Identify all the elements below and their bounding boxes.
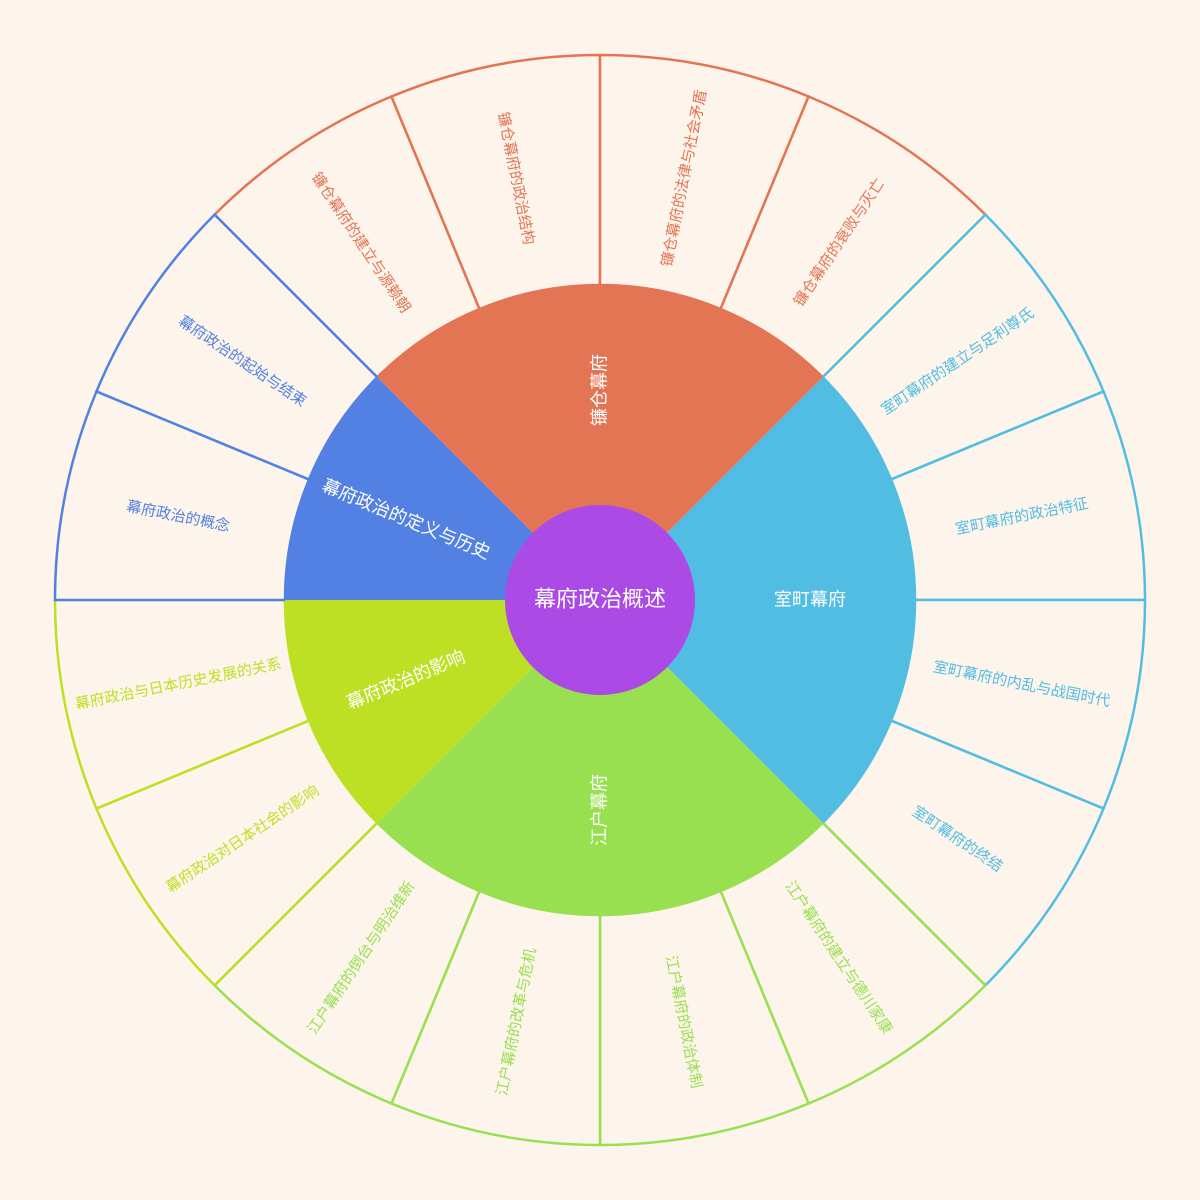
leaf-node[interactable]: 幕府政治的起始与结束 xyxy=(94,212,380,482)
branch-node[interactable]: 室町幕府 xyxy=(665,377,916,823)
root-label: 幕府政治概述 xyxy=(534,588,666,613)
outer-ring: 镰仓幕府的建立与源赖朝镰仓幕府的政治结构镰仓幕府的法律与社会矛盾镰仓幕府的衰败与… xyxy=(53,53,1147,1147)
branch-node[interactable]: 幕府政治的定义与历史 xyxy=(285,377,535,600)
root-circle[interactable] xyxy=(505,505,695,695)
branch-sector[interactable] xyxy=(377,665,823,916)
branch-node[interactable]: 镰仓幕府 xyxy=(377,284,823,535)
leaf-node[interactable]: 江户幕府的政治体制 xyxy=(598,889,811,1147)
leaf-node[interactable]: 江户幕府的倒台与明治维新 xyxy=(212,820,482,1106)
branch-label: 镰仓幕府 xyxy=(590,354,611,426)
leaf-node[interactable]: 室町幕府的建立与足利尊氏 xyxy=(820,212,1106,482)
leaf-node[interactable]: 镰仓幕府的建立与源赖朝 xyxy=(212,94,482,380)
leaf-node[interactable]: 幕府政治与日本历史发展的关系 xyxy=(53,598,311,811)
branch-node[interactable]: 幕府政治的影响 xyxy=(285,600,535,823)
root-node[interactable]: 幕府政治概述 xyxy=(505,505,695,695)
leaf-node[interactable]: 江户幕府的改革与危机 xyxy=(389,889,602,1147)
branch-sector[interactable] xyxy=(285,377,535,600)
branch-sector[interactable] xyxy=(665,377,916,823)
branch-sector[interactable] xyxy=(377,284,823,535)
branch-node[interactable]: 江户幕府 xyxy=(377,665,823,916)
branch-sector[interactable] xyxy=(285,600,535,823)
leaf-node[interactable]: 镰仓幕府的政治结构 xyxy=(389,53,602,311)
leaf-node[interactable]: 幕府政治对日本社会的影响 xyxy=(94,718,380,988)
branch-label: 江户幕府 xyxy=(590,774,611,846)
leaf-node[interactable]: 室町幕府的内乱与战国时代 xyxy=(889,598,1147,811)
branch-label: 室町幕府 xyxy=(774,590,846,611)
